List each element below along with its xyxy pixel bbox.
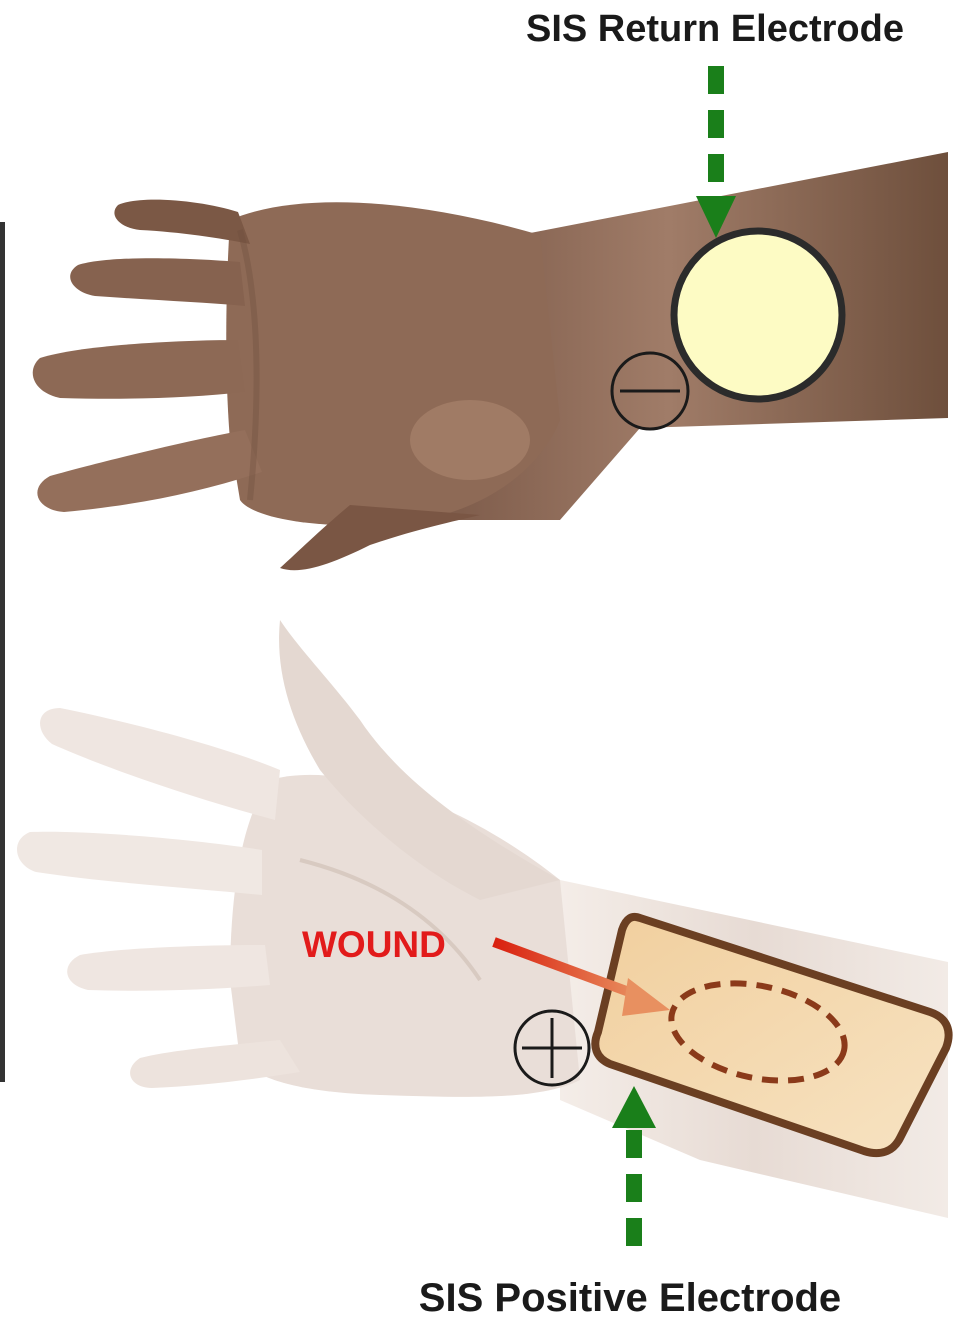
return-electrode-pad (674, 231, 842, 399)
wound-label: WOUND (302, 924, 446, 966)
return-electrode-label: SIS Return Electrode (500, 8, 930, 51)
positive-terminal-icon (515, 1011, 589, 1085)
positive-electrode-label: SIS Positive Electrode (370, 1276, 890, 1321)
